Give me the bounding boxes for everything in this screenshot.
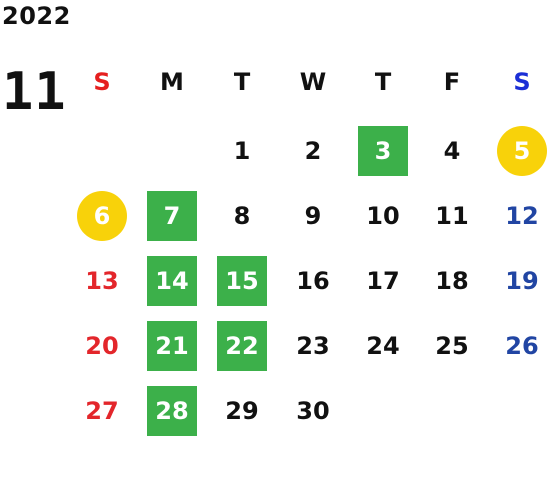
- calendar-day-15[interactable]: 15: [217, 256, 267, 306]
- weekday-header-tue: T: [233, 68, 251, 96]
- calendar-day-6[interactable]: 6: [77, 191, 127, 241]
- calendar-day-8[interactable]: 8: [233, 202, 251, 230]
- weekday-header-wed: W: [299, 68, 327, 96]
- weekday-header-mon: M: [160, 68, 184, 96]
- calendar-day-14[interactable]: 14: [147, 256, 197, 306]
- calendar-day-24[interactable]: 24: [366, 332, 400, 360]
- calendar-day-5[interactable]: 5: [497, 126, 547, 176]
- calendar-day-23[interactable]: 23: [296, 332, 330, 360]
- calendar-day-3[interactable]: 3: [358, 126, 408, 176]
- calendar-day-9[interactable]: 9: [304, 202, 322, 230]
- weekday-header-sun: S: [93, 68, 111, 96]
- calendar-day-30[interactable]: 30: [296, 397, 330, 425]
- calendar-day-16[interactable]: 16: [296, 267, 330, 295]
- calendar-day-22[interactable]: 22: [217, 321, 267, 371]
- calendar-day-28[interactable]: 28: [147, 386, 197, 436]
- calendar-day-4[interactable]: 4: [443, 137, 461, 165]
- calendar-day-11[interactable]: 11: [435, 202, 469, 230]
- calendar-day-25[interactable]: 25: [435, 332, 469, 360]
- calendar-day-10[interactable]: 10: [366, 202, 400, 230]
- calendar-year: 2022: [2, 2, 71, 30]
- weekday-header-thu: T: [374, 68, 392, 96]
- calendar-day-7[interactable]: 7: [147, 191, 197, 241]
- weekday-header-fri: F: [443, 68, 461, 96]
- calendar-day-29[interactable]: 29: [225, 397, 259, 425]
- weekday-header-sat: S: [513, 68, 531, 96]
- calendar-day-1[interactable]: 1: [233, 137, 251, 165]
- calendar-day-27[interactable]: 27: [85, 397, 119, 425]
- calendar-day-2[interactable]: 2: [304, 137, 322, 165]
- calendar-day-13[interactable]: 13: [85, 267, 119, 295]
- calendar-day-17[interactable]: 17: [366, 267, 400, 295]
- calendar-day-21[interactable]: 21: [147, 321, 197, 371]
- calendar-day-19[interactable]: 19: [505, 267, 539, 295]
- calendar-day-20[interactable]: 20: [85, 332, 119, 360]
- calendar-day-12[interactable]: 12: [505, 202, 539, 230]
- calendar-day-26[interactable]: 26: [505, 332, 539, 360]
- calendar-day-18[interactable]: 18: [435, 267, 469, 295]
- calendar-month: 11: [2, 62, 67, 122]
